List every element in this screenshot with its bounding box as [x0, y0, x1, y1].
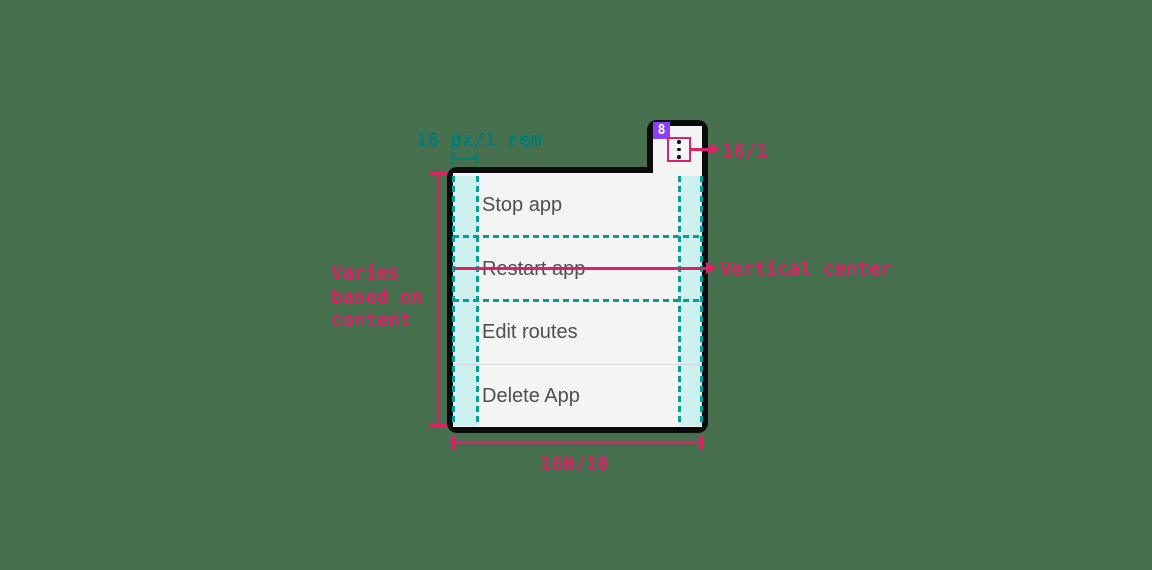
padding-annotation-label: 16 px/1 rem [416, 129, 542, 151]
dot [677, 140, 681, 144]
icon-measure-box [667, 137, 691, 162]
button-size-arrow-icon [709, 143, 720, 155]
menu-item-stop-app[interactable]: Stop app [482, 194, 563, 216]
button-size-label: 16/1 [722, 140, 768, 162]
width-measure-cap-left [452, 435, 455, 450]
menu-divider [453, 364, 702, 365]
step-badge: 8 [653, 122, 670, 139]
vertical-center-arrow-icon [706, 262, 717, 274]
width-measure-cap-right [700, 435, 703, 450]
button-size-leader-line [691, 148, 711, 151]
overflow-menu-vertical-icon[interactable] [677, 140, 681, 159]
width-label: 160/10 [540, 453, 609, 475]
dot [677, 147, 681, 152]
width-measure-line [453, 441, 703, 444]
padding-bracket-bar [451, 157, 478, 160]
vertical-center-label: Vertical center [720, 258, 892, 280]
dot [677, 155, 681, 159]
menu-item-delete-app[interactable]: Delete App [482, 385, 580, 407]
vertical-center-line [453, 267, 708, 270]
menu-item-edit-routes[interactable]: Edit routes [482, 321, 578, 343]
height-label: Varies based on content [331, 262, 423, 331]
guide-dash-row-2 [453, 299, 702, 302]
height-measure-cap-bottom [430, 424, 447, 427]
guide-dash-row-1 [453, 235, 702, 238]
height-measure-line [437, 173, 440, 427]
height-measure-cap-top [430, 172, 447, 175]
